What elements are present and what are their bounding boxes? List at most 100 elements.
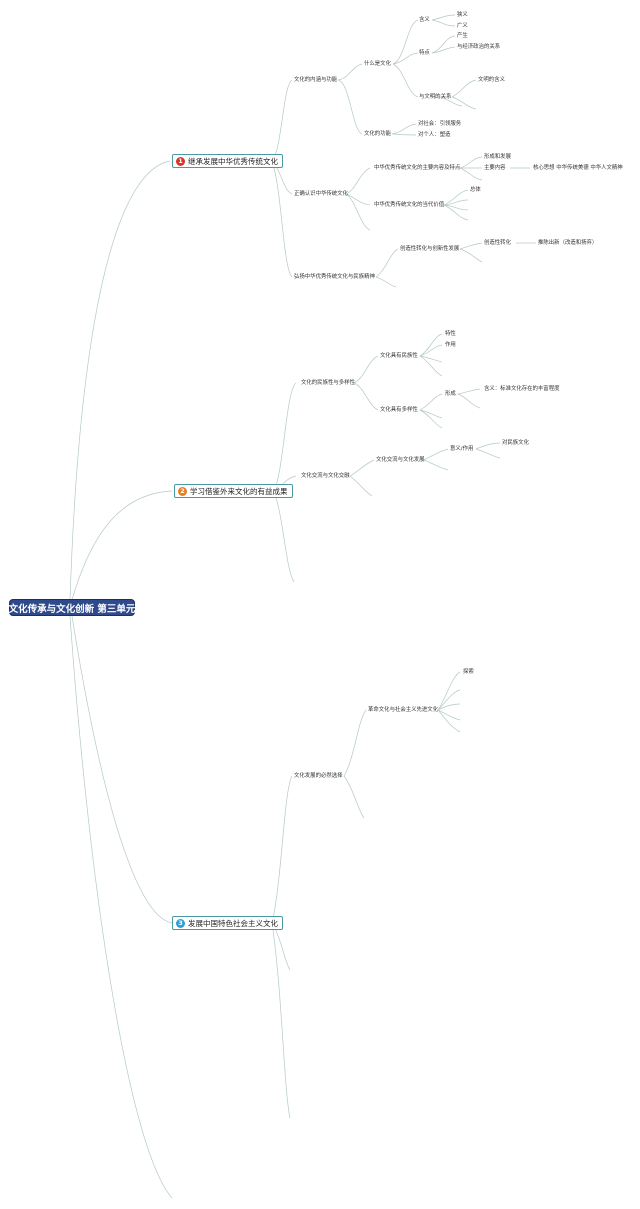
connector: [273, 382, 297, 492]
connector: [419, 409, 443, 429]
connector: [71, 490, 173, 601]
topic-function-individual[interactable]: 对个人：塑造: [418, 132, 451, 138]
topic-revolutionary-culture[interactable]: 革命文化与社会主义先进文化: [368, 707, 439, 713]
topic-culture-connotation[interactable]: 文化的内涵与功能: [294, 77, 338, 83]
topic-origin[interactable]: 产生: [457, 33, 468, 39]
connector: [271, 775, 293, 924]
connector: [69, 160, 171, 601]
topic-traditional-culture[interactable]: 正确认识中华传统文化: [294, 191, 348, 197]
number-badge-1: 1: [176, 156, 185, 166]
topic-what-is-culture[interactable]: 什么是文化: [364, 61, 391, 67]
connector: [375, 276, 397, 288]
connector: [431, 19, 456, 27]
topic-main-content[interactable]: 主要内容: [484, 165, 506, 171]
connector: [419, 344, 443, 357]
topic-diversity[interactable]: 文化具有多样性: [380, 407, 418, 413]
connector: [431, 14, 456, 21]
branch-3-label: 发展中国特色社会主义文化: [188, 918, 278, 928]
topic-creative-conversion[interactable]: 创造性转化: [484, 240, 511, 246]
connector: [431, 35, 456, 54]
connector: [423, 459, 449, 471]
connector: [451, 96, 477, 110]
connector: [459, 156, 483, 169]
topic-national-diversity[interactable]: 文化的民族性与多样性: [301, 380, 355, 386]
topic-role[interactable]: 作用: [445, 342, 456, 348]
topic-features[interactable]: 特点: [419, 50, 430, 56]
connector: [271, 922, 291, 1119]
connector: [353, 382, 379, 411]
topic-creative-transformation[interactable]: 创造性转化与创新性发展: [400, 246, 460, 252]
connector: [443, 204, 469, 221]
connector: [391, 133, 417, 136]
topic-characteristic[interactable]: 特性: [445, 331, 456, 337]
topic-economy-politics-relation[interactable]: 与经济政治的关系: [457, 44, 501, 50]
connector: [475, 442, 501, 450]
branch-1-label: 继承发展中华优秀传统文化: [188, 156, 278, 166]
root-topic[interactable]: 文化传承与文化创新 第三单元: [9, 599, 135, 616]
topic-overall[interactable]: 总体: [470, 187, 481, 193]
topic-diversity-meaning[interactable]: 含义：标准文化存在的丰富程度: [484, 386, 560, 392]
connector: [349, 459, 375, 477]
topic-formation[interactable]: 形成: [445, 391, 456, 397]
connector: [71, 615, 173, 924]
connector: [343, 775, 365, 819]
topic-formation-development[interactable]: 形成和发展: [484, 154, 511, 160]
connector: [343, 709, 367, 777]
topic-broad-sense[interactable]: 广义: [457, 23, 468, 29]
connector: [457, 388, 481, 395]
connector: [423, 448, 449, 461]
connector: [419, 393, 443, 411]
topic-contemporary-value[interactable]: 中华优秀传统文化的当代价值: [374, 202, 445, 208]
branch-2[interactable]: 2 学习借鉴外来文化的有益成果: [174, 484, 293, 498]
topic-exchange-integration[interactable]: 文化交流与文化交融: [301, 473, 350, 479]
topic-narrow-sense[interactable]: 狭义: [457, 12, 468, 18]
connector: [392, 52, 419, 65]
topic-promote-spirit[interactable]: 弘扬中华优秀传统文化与民族精神: [294, 274, 375, 280]
topic-inevitable-choice[interactable]: 文化发展的必然选择: [294, 773, 343, 779]
connector: [437, 709, 461, 721]
connector: [349, 475, 373, 497]
connector: [419, 355, 443, 363]
connector: [419, 409, 443, 419]
topic-exchange-development[interactable]: 文化交流与文化发展: [376, 457, 425, 463]
connector: [431, 46, 456, 54]
number-badge-3: 3: [176, 918, 185, 928]
connector: [353, 355, 379, 384]
connector: [345, 167, 371, 195]
topic-nationality[interactable]: 文化具有民族性: [380, 353, 418, 359]
connector: [459, 242, 483, 250]
connector: [457, 393, 481, 409]
number-badge-2: 2: [178, 486, 187, 496]
connector: [419, 333, 443, 357]
connector: [437, 671, 461, 711]
connector: [345, 193, 371, 206]
topic-culture-function[interactable]: 文化的功能: [364, 131, 391, 137]
connector: [392, 19, 419, 65]
branch-3[interactable]: 3 发展中国特色社会主义文化: [172, 916, 283, 930]
topic-civilization-meaning[interactable]: 文明的含义: [478, 77, 505, 83]
connector: [271, 79, 293, 162]
topic-for-national-culture[interactable]: 对民族文化: [502, 440, 529, 446]
branch-2-label: 学习借鉴外来文化的有益成果: [190, 486, 288, 496]
topic-main-content-features[interactable]: 中华优秀传统文化的主要内容及特点: [374, 165, 461, 171]
connector: [273, 490, 295, 583]
topic-definition[interactable]: 含义: [419, 17, 430, 23]
connector: [437, 709, 461, 733]
connector: [345, 193, 371, 231]
topic-function-society[interactable]: 对社会：引领服务: [418, 121, 462, 127]
topic-exploration[interactable]: 探索: [463, 669, 474, 675]
connector: [69, 615, 173, 1199]
connector: [391, 123, 417, 135]
topic-civilization-relation[interactable]: 与文明的关系: [419, 94, 452, 100]
topic-core-ideas[interactable]: 核心思想 中华传统美德 中华人文精神: [533, 165, 623, 171]
connector: [443, 189, 469, 206]
branch-1[interactable]: 1 继承发展中华优秀传统文化: [172, 154, 283, 168]
connector: [475, 448, 501, 459]
connector: [437, 703, 461, 711]
topic-weed-through[interactable]: 推陈出新（改造和扬弃）: [538, 240, 598, 246]
connector: [392, 63, 419, 98]
connector: [437, 689, 461, 711]
connector: [337, 79, 363, 135]
topic-significance[interactable]: 意义/作用: [450, 446, 474, 452]
connector: [451, 79, 477, 98]
